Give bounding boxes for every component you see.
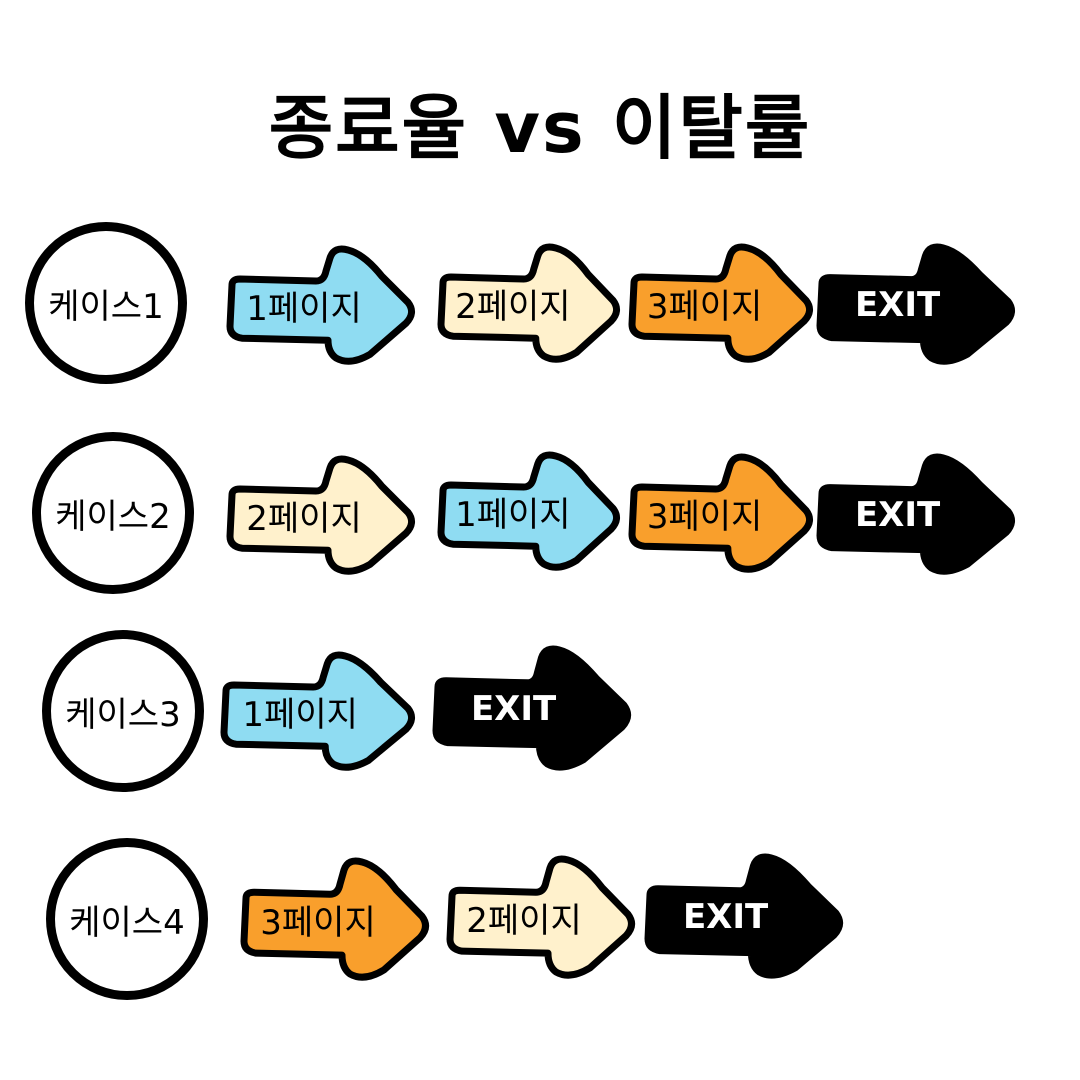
arrow-path [226,455,415,575]
case-3-step-1-label: 1페이지 [242,695,358,736]
case-2-step-3-arrow: 3페이지 [624,448,820,578]
case-4-circle: 케이스4 [46,838,208,1000]
case-1-circle: 케이스1 [25,222,187,384]
case-1-step-2-label: 2페이지 [455,287,571,328]
arrow-path [226,245,415,365]
case-4-step-2-arrow: 2페이지 [442,850,642,984]
page-title: 종료율 vs 이탈률 [268,87,812,169]
case-1-step-3-label: 3페이지 [646,287,763,328]
case-4-step-3-arrow: EXIT [640,848,850,984]
case-1-step-1-label: 1페이지 [246,289,362,330]
case-3-step-2-label: EXIT [470,688,557,729]
case-2-step-1-arrow: 2페이지 [222,450,422,580]
arrow-shape [226,455,415,575]
arrow-path [240,857,429,981]
case-2-step-2-label: 1페이지 [455,495,571,536]
case-2-step-2-arrow: 1페이지 [433,446,627,576]
arrow-path [220,651,415,771]
case-2-step-4-arrow: EXIT [812,448,1022,580]
arrow-path [816,243,1015,365]
arrow-path [644,853,843,979]
case-3-step-2-arrow: EXIT [428,640,638,776]
arrow-shape [816,453,1015,575]
arrow-shape [816,243,1015,365]
arrow-shape [446,855,635,979]
case-3-step-1-arrow: 1페이지 [216,646,422,776]
case-1-step-1-arrow: 1페이지 [222,240,422,370]
case-2-label: 케이스2 [55,496,171,537]
arrow-path [628,453,813,573]
case-2-circle: 케이스2 [32,432,194,594]
arrow-shape [437,243,620,363]
case-2-step-1-label: 2페이지 [246,499,362,540]
arrow-shape [628,453,813,573]
case-1-step-4-label: EXIT [854,284,941,325]
arrow-path [446,855,635,979]
arrow-shape [432,645,631,771]
arrow-path [437,451,620,571]
arrow-shape [240,857,429,981]
arrow-shape [226,245,415,365]
arrow-path [432,645,631,771]
arrow-shape [628,243,813,363]
case-2-step-4-label: EXIT [854,494,941,535]
case-4-step-1-label: 3페이지 [260,903,376,944]
case-1-step-2-arrow: 2페이지 [433,238,627,368]
case-4-step-1-arrow: 3페이지 [236,852,436,986]
case-4-step-2-label: 2페이지 [466,901,582,942]
arrow-path [437,243,620,363]
arrow-shape [220,651,415,771]
case-4-step-3-label: EXIT [682,896,769,937]
arrow-path [628,243,813,363]
case-3-label: 케이스3 [65,694,181,735]
case-3-circle: 케이스3 [42,630,204,792]
arrow-shape [644,853,843,979]
case-4-label: 케이스4 [69,902,185,943]
case-2-step-3-label: 3페이지 [646,497,763,538]
arrow-shape [437,451,620,571]
case-1-step-3-arrow: 3페이지 [624,238,820,368]
arrow-path [816,453,1015,575]
case-1-step-4-arrow: EXIT [812,238,1022,370]
case-1-label: 케이스1 [48,286,164,327]
